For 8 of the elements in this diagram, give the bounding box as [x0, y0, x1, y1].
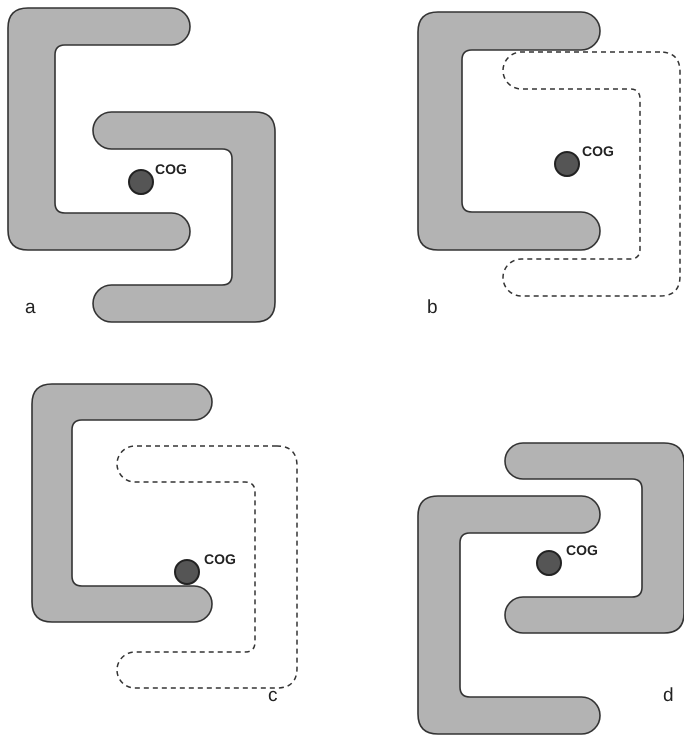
cog-label: COG [155, 162, 187, 176]
panel-letter: b [427, 298, 438, 317]
cog-label: COG [566, 543, 598, 557]
panel-letter: a [25, 298, 36, 317]
panel-letter: c [268, 686, 278, 705]
cog-label: COG [582, 144, 614, 158]
cog-label: COG [204, 552, 236, 566]
panel-letter: d [663, 686, 674, 705]
